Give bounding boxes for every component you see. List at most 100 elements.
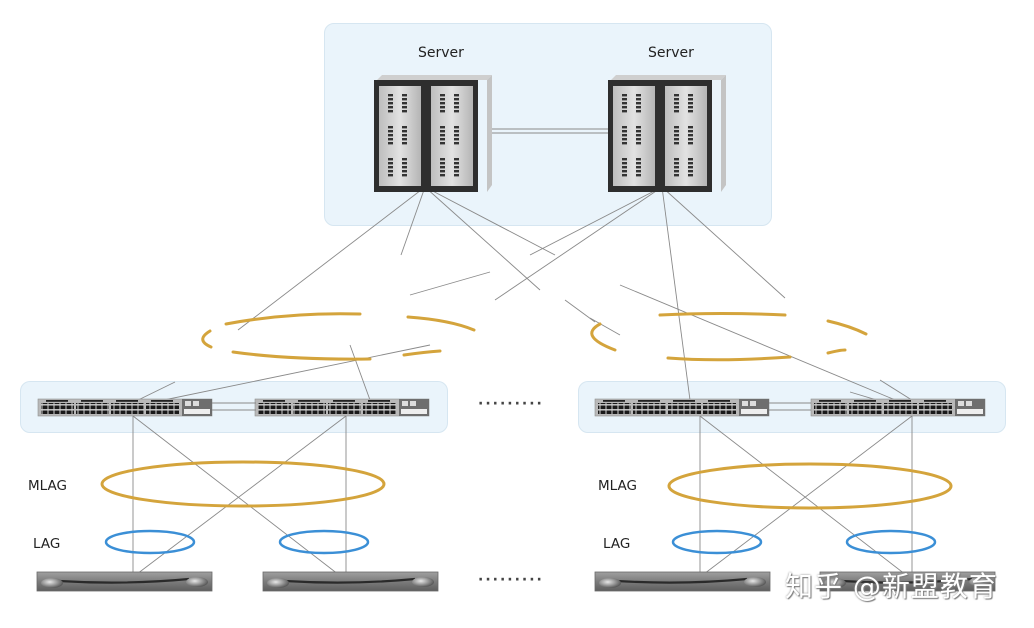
switch-port-block [76,403,109,414]
rack-led [454,158,459,161]
switch-port-block [328,403,361,414]
switch-label-strip [298,400,320,402]
uplink-0 [237,186,426,331]
rack-led [688,166,693,169]
switch-label-strip [151,400,173,402]
rack-led [674,134,679,137]
rack-led [402,130,407,133]
switch-label-strip [368,400,390,402]
lag-ring-1 [104,529,196,555]
rack-led [688,94,693,97]
switch-console [184,409,210,414]
uplink-13 [564,299,596,323]
switch-port-block [146,403,179,414]
rack-led [688,162,693,165]
switch-label-strip [924,400,946,402]
rack-led [440,138,445,141]
switch-label-strip [263,400,285,402]
rack-led [388,170,393,173]
switch-label-strip [603,400,625,402]
switch-port-block [598,403,631,414]
switch-console [741,409,767,414]
uplink-5 [424,186,556,256]
rack-led [674,130,679,133]
rack-face [431,86,473,186]
rack-led [388,158,393,161]
rack-led [454,106,459,109]
rack-led [636,162,641,165]
switch-peer-link-right [769,402,811,411]
downlink-7 [699,415,913,578]
rack-led [388,142,393,145]
rack-led [622,102,627,105]
rack-led [440,174,445,177]
rack-led [622,126,627,129]
rack-led [440,170,445,173]
uplink-14 [349,344,371,401]
switch-port-block [884,403,917,414]
rack-led [688,102,693,105]
node-handle-groove [841,577,973,584]
rack-led [440,142,445,145]
uplink-6 [619,284,901,403]
switch-label-strip [638,400,660,402]
mlag-ring-upper-right [590,312,868,362]
rack-led [388,98,393,101]
leaf-switch-2 [254,398,430,417]
rack-led [440,98,445,101]
rack-led [636,110,641,113]
rack-led [674,158,679,161]
switch-peer-link-left [212,402,256,411]
rack-led [674,162,679,165]
rack-led [402,126,407,129]
mlag-label-right: MLAG [598,478,637,494]
rack-led [622,130,627,133]
mlag-ring-right [667,462,953,510]
rack-led [454,110,459,113]
server-node-2 [262,571,439,592]
switch-mgmt-port [185,401,191,406]
lag-label-left: LAG [33,536,61,552]
rack-led [674,126,679,129]
rack-led [688,110,693,113]
mlag-label-left: MLAG [28,478,67,494]
switch-mgmt-port [958,401,964,406]
rack-led [674,166,679,169]
uplink-3 [424,186,541,291]
rack-led [636,138,641,141]
rack-led [388,106,393,109]
switch-label-strip [116,400,138,402]
node-handle-right [969,577,991,587]
rack-led [454,170,459,173]
rack-led [622,138,627,141]
uplink-7 [529,186,663,256]
rack-led [622,134,627,137]
rack-led [636,102,641,105]
rack-led [402,102,407,105]
rack-led [440,166,445,169]
rack-led [622,170,627,173]
uplink-10 [134,344,431,407]
rack-led [636,174,641,177]
lag-label-right: LAG [603,536,631,552]
rack-led [388,94,393,97]
switch-label-strip [889,400,911,402]
rack-led [636,166,641,169]
rack-led [402,110,407,113]
rack-led [402,162,407,165]
rack-led [622,162,627,165]
rack-led [688,106,693,109]
rack-led [636,126,641,129]
rack-led [402,106,407,109]
leaf-switch-4 [810,398,986,417]
rack-led [440,110,445,113]
rack-led [388,126,393,129]
switch-label-strip [708,400,730,402]
rack-led [674,170,679,173]
rack-led [636,170,641,173]
server-node-3 [594,571,771,592]
switch-label-strip [46,400,68,402]
downlink-3 [132,415,347,578]
uplink-12 [661,186,786,299]
rack-led [402,170,407,173]
